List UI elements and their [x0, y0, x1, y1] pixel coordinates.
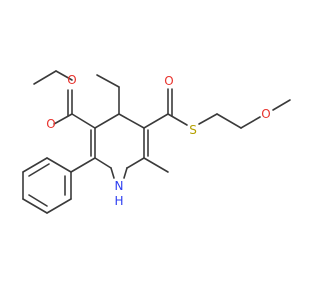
bond — [126, 157, 145, 169]
atom-label-nitrogen: N — [115, 179, 124, 193]
atom-label-oxygen: O — [67, 73, 76, 87]
bond — [240, 116, 261, 129]
atom-label-oxygen: O — [261, 107, 270, 121]
methyl-bond — [143, 157, 169, 173]
bond — [198, 113, 218, 125]
bond — [143, 113, 169, 129]
atom-label-sulfur: S — [189, 123, 197, 137]
thioester-group — [143, 88, 291, 129]
bond — [28, 163, 50, 177]
ethyl-ester-group — [33, 70, 96, 129]
bond — [55, 70, 73, 81]
bond — [46, 157, 72, 173]
bond — [33, 70, 57, 85]
bond — [118, 113, 145, 129]
bond — [216, 113, 242, 129]
bond — [46, 198, 72, 214]
phenyl-ring — [22, 157, 96, 214]
atom-label-oxygen: O — [164, 74, 173, 88]
bond — [53, 113, 73, 125]
bond — [94, 113, 120, 129]
bond — [22, 157, 48, 173]
structure-diagram: O O O S O N H — [22, 70, 291, 214]
ethyl-substituent — [96, 74, 120, 115]
bond — [123, 167, 128, 179]
dihydropyridine-ring — [90, 113, 149, 169]
bond — [94, 157, 112, 169]
bond — [110, 167, 115, 179]
bond — [272, 99, 291, 111]
atom-label-oxygen: O — [46, 117, 55, 131]
bond — [71, 113, 96, 129]
bond — [167, 113, 188, 126]
bond — [96, 74, 120, 88]
bond — [22, 198, 48, 214]
bond — [70, 157, 96, 173]
bond — [28, 194, 48, 207]
molecule-canvas: O O O S O N H — [22, 70, 291, 214]
atom-label-hydrogen: H — [114, 194, 123, 208]
